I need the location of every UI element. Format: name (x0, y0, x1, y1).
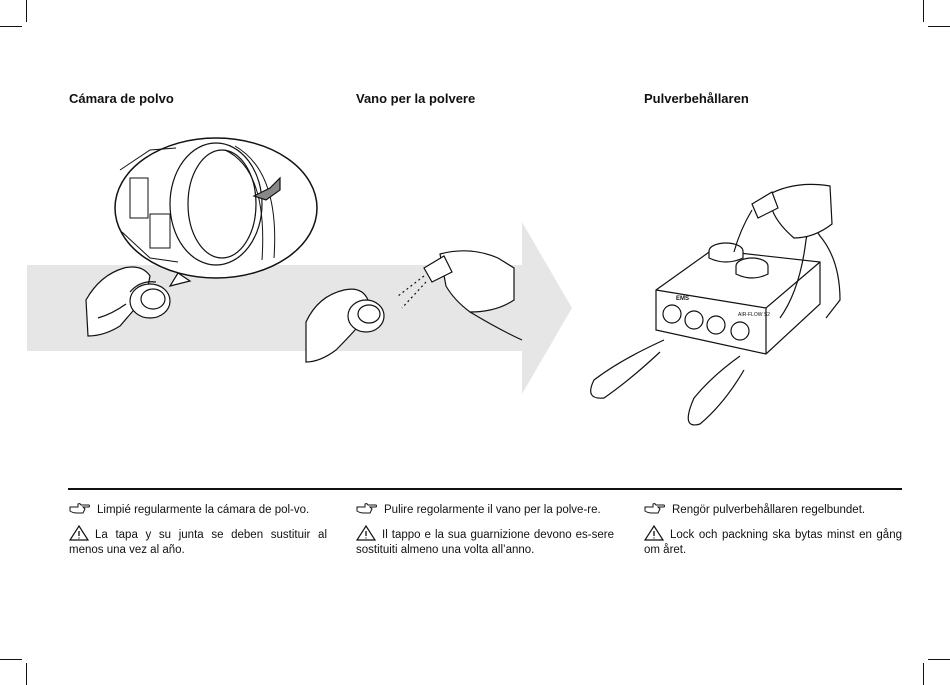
note-paragraph: Limpié regularmente la cámara de pol-vo. (69, 502, 327, 518)
instructions-italian: Pulire regolarmente il vano per la polve… (356, 502, 614, 565)
pointing-hand-icon (356, 503, 377, 514)
note-text: Rengör pulverbehållaren regelbundet. (672, 504, 866, 516)
chamber-zoom-detail (114, 137, 318, 287)
warning-paragraph: Il tappo e la sua guarnizione devono es-… (356, 525, 614, 558)
column-title-italian: Vano per la polvere (356, 91, 476, 106)
warning-triangle-icon (356, 525, 376, 541)
warning-text: Lock och packning ska bytas minst en gån… (644, 529, 902, 556)
column-title-spanish: Cámara de polvo (69, 91, 174, 106)
crop-mark (928, 26, 950, 27)
hand-with-cap-middle (305, 288, 385, 363)
section-divider (68, 488, 902, 490)
air-flow-device (590, 228, 841, 426)
instructions-swedish: Rengör pulverbehållaren regelbundet. Loc… (644, 502, 902, 565)
crop-mark (928, 659, 950, 660)
warning-triangle-icon (69, 525, 89, 541)
hand-with-cap-left (85, 266, 171, 337)
note-text: Limpié regularmente la cámara de pol-vo. (97, 504, 310, 516)
note-paragraph: Rengör pulverbehållaren regelbundet. (644, 502, 902, 518)
note-paragraph: Pulire regolarmente il vano per la polve… (356, 502, 614, 518)
column-title-swedish: Pulverbehållaren (644, 91, 749, 106)
air-syringe-middle (397, 250, 523, 341)
crop-mark (923, 663, 924, 685)
instructions-spanish: Limpié regularmente la cámara de pol-vo.… (69, 502, 327, 565)
crop-mark (923, 0, 924, 22)
device-brand-label: EMS (676, 296, 689, 302)
warning-triangle-icon (644, 525, 664, 541)
hand-with-handpiece-right (733, 183, 833, 253)
warning-paragraph: La tapa y su junta se deben sustituir al… (69, 525, 327, 558)
crop-mark (0, 26, 22, 27)
pointing-hand-icon (644, 503, 665, 514)
note-text: Pulire regolarmente il vano per la polve… (384, 504, 601, 516)
warning-text: La tapa y su junta se deben sustituir al… (69, 529, 327, 556)
crop-mark (0, 659, 22, 660)
crop-mark (26, 0, 27, 22)
crop-mark (26, 663, 27, 685)
warning-text: Il tappo e la sua guarnizione devono es-… (356, 529, 614, 556)
pointing-hand-icon (69, 503, 90, 514)
warning-paragraph: Lock och packning ska bytas minst en gån… (644, 525, 902, 558)
device-model-label: AIR-FLOW S2 (738, 312, 770, 318)
